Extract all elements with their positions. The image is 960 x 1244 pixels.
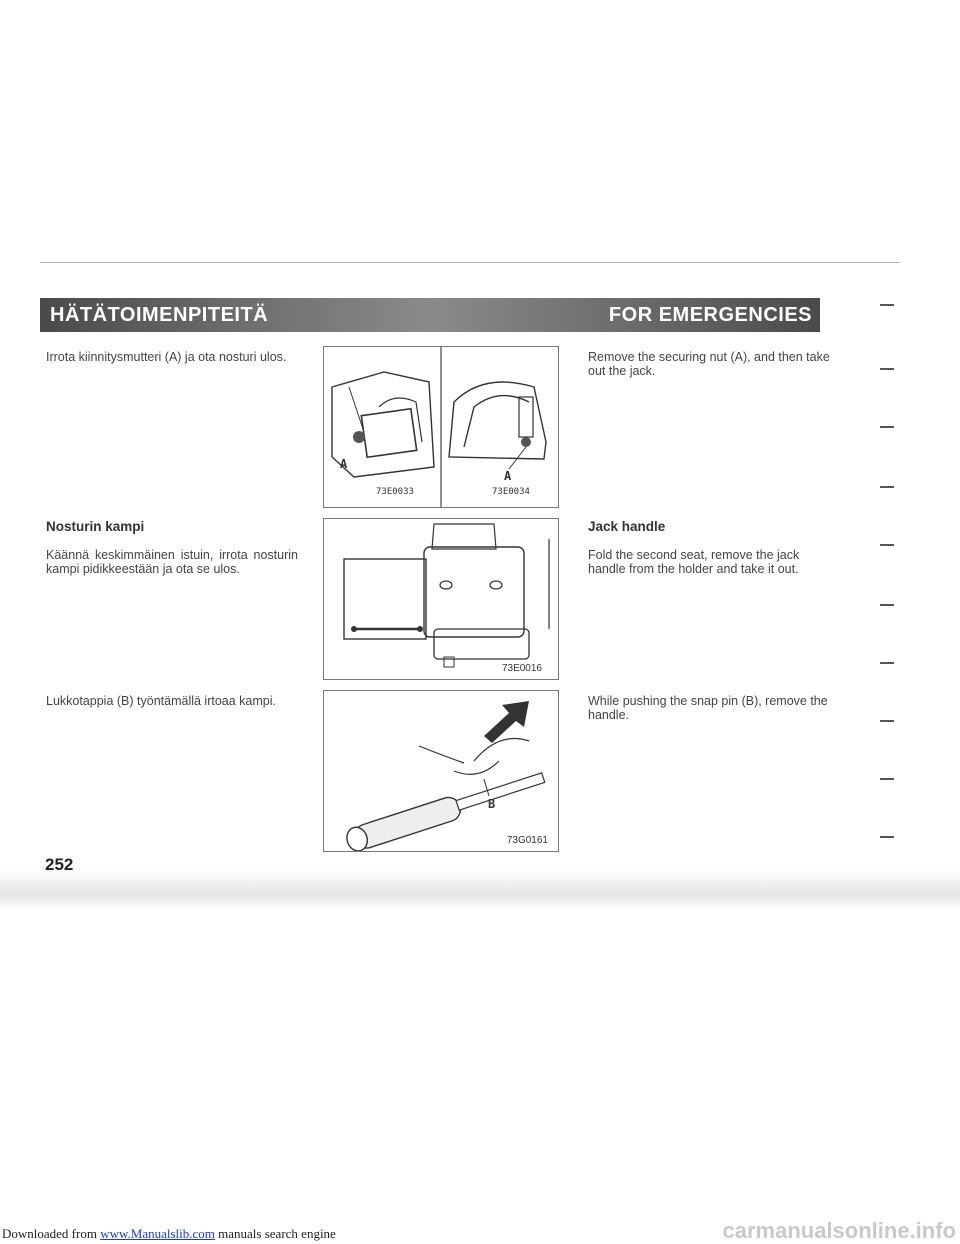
fi-text-snap-pin: Lukkotappia (B) työntämällä irtoaa kampi… bbox=[46, 694, 276, 708]
second-seat-illustration bbox=[343, 523, 550, 668]
jack-location-illustration bbox=[331, 347, 547, 507]
figure-jack-location: A A 73E0033 73E0034 bbox=[323, 346, 559, 508]
figure-second-seat: 73E0016 bbox=[323, 518, 559, 680]
manualslib-link[interactable]: www.Manualslib.com bbox=[100, 1226, 215, 1241]
figure-label-a-right: A bbox=[504, 469, 512, 483]
fi-text-jack-handle: Käännä keskimmäinen istuin, irrota nostu… bbox=[46, 548, 298, 576]
en-heading-jack-handle: Jack handle bbox=[588, 519, 666, 534]
download-footer: Downloaded from www.Manualslib.com manua… bbox=[0, 1218, 960, 1243]
footer-prefix: Downloaded from bbox=[2, 1226, 101, 1241]
page-number: 252 bbox=[45, 855, 74, 874]
figure-code-left: 73E0033 bbox=[376, 487, 414, 497]
section-header-bar: HÄTÄTOIMENPITEITÄ FOR EMERGENCIES bbox=[40, 298, 820, 332]
en-text-snap-pin: While pushing the snap pin (B), remove t… bbox=[588, 694, 828, 722]
snap-pin-illustration bbox=[346, 701, 546, 851]
scan-shadow bbox=[0, 870, 960, 910]
footer-watermark: carmanualsonline.info bbox=[722, 1218, 957, 1243]
fi-text-remove-nut: Irrota kiinnitysmutteri (A) ja ota nostu… bbox=[46, 350, 287, 364]
en-text-remove-nut: Remove the securing nut (A), and then ta… bbox=[588, 350, 830, 378]
footer-suffix: manuals search engine bbox=[214, 1226, 336, 1241]
figure-code-seat: 73E0016 bbox=[501, 663, 542, 674]
figure-snap-pin: B 73G0161 bbox=[323, 690, 559, 852]
figure-code-right: 73E0034 bbox=[492, 487, 530, 497]
figure-label-b: B bbox=[488, 797, 496, 811]
margin-tick-marks bbox=[880, 300, 900, 860]
header-title-fi: HÄTÄTOIMENPITEITÄ bbox=[50, 304, 269, 326]
fi-heading-jack-handle: Nosturin kampi bbox=[46, 519, 145, 534]
header-title-en: FOR EMERGENCIES bbox=[608, 304, 812, 326]
en-text-jack-handle: Fold the second seat, remove the jack ha… bbox=[588, 548, 800, 576]
top-rule bbox=[40, 262, 900, 263]
figure-label-a-left: A bbox=[340, 457, 348, 471]
footer-source: Downloaded from www.Manualslib.com manua… bbox=[2, 1226, 336, 1242]
figure-code-pin: 73G0161 bbox=[506, 835, 548, 846]
